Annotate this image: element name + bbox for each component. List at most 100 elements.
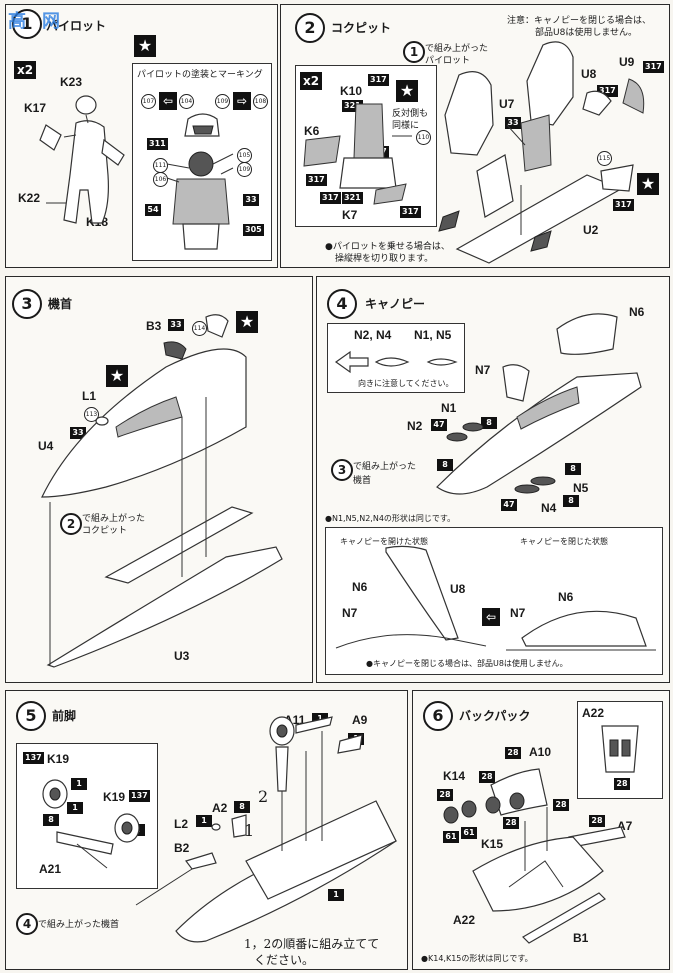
paint-code-badge: 61 bbox=[443, 831, 459, 843]
shape-note: ●N1,N5,N2,N4の形状は同じです。 bbox=[325, 514, 456, 523]
mirror-note: 反対側も bbox=[392, 109, 429, 119]
pilot-paint-drawing bbox=[166, 113, 234, 250]
paint-code-badge: 33 bbox=[168, 319, 184, 331]
paint-code-badge: 28 bbox=[505, 747, 521, 759]
step3-title: 機首 bbox=[48, 297, 73, 311]
paint-code: 108 bbox=[253, 94, 268, 109]
step5-title: 前脚 bbox=[52, 709, 77, 723]
part-label-u9: U9 bbox=[619, 55, 635, 69]
open-close-drawing bbox=[335, 545, 656, 651]
order-note: ください。 bbox=[254, 953, 315, 967]
sub-step-text: コクピット bbox=[82, 526, 128, 536]
front-gear-drawing bbox=[135, 716, 397, 943]
step5-panel: 5 前脚 137 K19 1 K19 137 1 8 1 A21 A11 1 A… bbox=[5, 690, 408, 970]
part-label-a9: A9 bbox=[352, 713, 368, 727]
paint-code-badge: 311 bbox=[147, 138, 168, 150]
part-label-b2: B2 bbox=[174, 841, 190, 855]
part-label-l1: L1 bbox=[82, 389, 97, 403]
paint-code-badge: 8 bbox=[565, 463, 581, 475]
step-number-2: 2 bbox=[258, 787, 269, 806]
paint-code-badge: 1 bbox=[328, 889, 344, 901]
step5-number: 5 bbox=[16, 701, 46, 731]
part-label-b1: B1 bbox=[573, 931, 589, 945]
step2-title: コクピット bbox=[331, 21, 392, 35]
part-label-b3: B3 bbox=[146, 319, 162, 333]
direction-icon: ⇨ bbox=[233, 92, 251, 110]
part-label-a22: A22 bbox=[582, 706, 605, 720]
mirror-note: 同様に bbox=[392, 121, 420, 131]
paint-code-badge: 1 bbox=[196, 815, 212, 827]
paint-box-title: パイロットの塗装とマーキング bbox=[137, 70, 263, 80]
nose-drawing bbox=[41, 314, 283, 668]
watermark: 高网 bbox=[8, 11, 60, 32]
part-label-n2: N2 bbox=[407, 419, 423, 433]
quantity-badge: x2 bbox=[300, 72, 323, 90]
sub-step-ref: 1 bbox=[403, 41, 425, 63]
step3-panel: 3 機首 B3 33 114 ★ ★ L1 113 33 U4 2 で組み上がっ… bbox=[5, 276, 313, 683]
step4-title: キャノピー bbox=[365, 297, 426, 311]
step6-title: バックパック bbox=[459, 709, 531, 723]
step3-number: 3 bbox=[12, 289, 42, 319]
backpack-detail-box: A22 28 bbox=[577, 701, 663, 799]
paint-code: 114 bbox=[192, 321, 207, 336]
sub-step-text: パイロット bbox=[425, 56, 471, 66]
part-label-n6b: N6 bbox=[352, 580, 368, 594]
part-label-n7b: N7 bbox=[342, 606, 358, 620]
sub-step-text: で組み上がった bbox=[82, 514, 146, 524]
part-label-u4: U4 bbox=[38, 439, 54, 453]
step1-title: パイロット bbox=[46, 19, 107, 33]
part-label-k23: K23 bbox=[60, 75, 83, 89]
paint-code-badge: 54 bbox=[145, 204, 161, 216]
paint-code: 115 bbox=[597, 151, 612, 166]
paint-code-badge: 8 bbox=[43, 814, 59, 826]
paint-code-badge: 28 bbox=[553, 799, 569, 811]
paint-code-badge: 33 bbox=[505, 117, 521, 129]
star-icon: ★ bbox=[134, 35, 156, 57]
paint-code-badge: 317 bbox=[306, 174, 327, 186]
paint-code-badge: 317 bbox=[400, 206, 421, 218]
paint-code: 110 bbox=[416, 130, 431, 145]
part-label-n5: N5 bbox=[573, 481, 589, 495]
sub-step-ref: 2 bbox=[60, 513, 82, 535]
paint-code-badge: 8 bbox=[234, 801, 250, 813]
step2-number: 2 bbox=[295, 13, 325, 43]
step2-panel: 2 コクピット 注意：キャノピーを閉じる場合は、 部品U8は使用しません。 1 … bbox=[280, 4, 670, 268]
orientation-box: N2, N4 N1, N5 向きに注意してください。 bbox=[327, 323, 465, 393]
orientation-drawing bbox=[334, 350, 458, 374]
orientation-caption: 向きに注意してください。 bbox=[358, 379, 454, 388]
seat-detail-box: x2 K10 317 321 ★ 反対側も 同様に 110 K6 317 317… bbox=[295, 65, 437, 227]
paint-code-badge: 28 bbox=[437, 789, 453, 801]
paint-code-badge: 28 bbox=[479, 771, 495, 783]
paint-code-badge: 317 bbox=[613, 199, 634, 211]
part-label-k7: K7 bbox=[342, 208, 358, 222]
step4-panel: 4 キャノピー N2, N4 N1, N5 向きに注意してください。 N6 N7… bbox=[316, 276, 670, 683]
paint-code-badge: 137 bbox=[129, 790, 150, 802]
quantity-badge: x2 bbox=[14, 61, 37, 79]
paint-code-badge: 28 bbox=[589, 815, 605, 827]
step2-bullet: ●パイロットを乗せる場合は、 bbox=[325, 242, 450, 252]
paint-marking-box: パイロットの塗装とマーキング 107 ⇦ 104 109 ⇨ 108 311 1… bbox=[132, 63, 272, 261]
backpack-detail-drawing bbox=[601, 725, 639, 773]
wheel-drawing bbox=[42, 779, 140, 869]
step1-number: 1 bbox=[12, 9, 42, 39]
sub-step-ref: 3 bbox=[331, 459, 353, 481]
part-label-u8: U8 bbox=[581, 67, 597, 81]
step2-bullet: 操縦桿を切り取ります。 bbox=[335, 254, 434, 264]
paint-code-badge: 33 bbox=[243, 194, 259, 206]
part-label-n4: N4 bbox=[541, 501, 557, 515]
paint-code-badge: 317 bbox=[643, 61, 664, 73]
closed-state-label: キャノピーを閉じた状態 bbox=[520, 537, 608, 546]
sub-step-ref: 4 bbox=[16, 913, 38, 935]
part-label-u2: U2 bbox=[583, 223, 599, 237]
sub-step-text: で組み上がった bbox=[353, 462, 417, 472]
step6-number: 6 bbox=[423, 701, 453, 731]
part-label-k22: K22 bbox=[18, 191, 41, 205]
canopy-drawing bbox=[436, 313, 642, 495]
star-icon: ★ bbox=[106, 365, 128, 387]
part-label-k19b: K19 bbox=[103, 790, 126, 804]
part-label-u7: U7 bbox=[499, 97, 515, 111]
part-label-a10: A10 bbox=[529, 745, 552, 759]
step6-panel: 6 バックパック A22 28 28 A10 K14 28 28 28 61 6… bbox=[412, 690, 670, 970]
sub-step-text: で組み上がった機首 bbox=[38, 920, 120, 930]
paint-code-badge: 28 bbox=[503, 817, 519, 829]
